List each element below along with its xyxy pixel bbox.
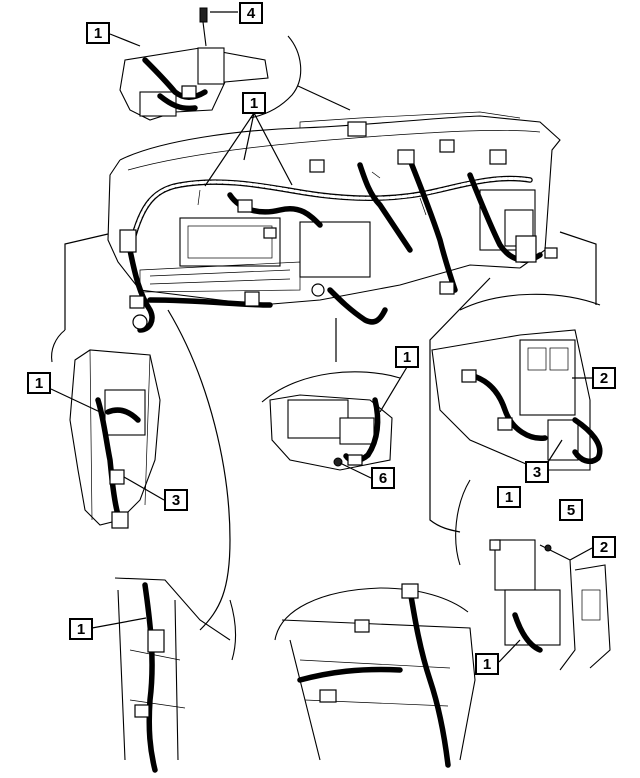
callout-4-screw: 4 [210,2,263,24]
callout-5-lower-right: 5 [559,499,583,521]
left-kick-panel-detail [51,329,161,529]
right-fuse-block-detail [431,293,603,471]
svg-text:1: 1 [250,95,258,112]
svg-text:1: 1 [77,621,85,638]
svg-text:3: 3 [172,492,180,509]
callout-1-steering: 1 [86,22,141,47]
steering-column-detail [119,7,302,121]
callout-2-lower-right: 2 [569,536,616,561]
svg-text:1: 1 [483,656,491,673]
svg-text:2: 2 [600,370,608,387]
svg-text:2: 2 [600,539,608,556]
svg-text:4: 4 [247,5,256,22]
callout-1-lower-right-module: 1 [475,639,521,675]
center-module-detail [261,371,401,471]
callout-1-kick-panel: 1 [27,372,101,413]
lower-right-module-detail [455,479,611,671]
svg-text:6: 6 [379,470,387,487]
svg-text:1: 1 [35,375,43,392]
svg-text:5: 5 [567,502,575,519]
callout-1-center-module: 1 [379,346,419,413]
callout-1-main-harness: 1 [204,92,293,187]
svg-text:1: 1 [403,349,411,366]
callout-3-fuse-block: 3 [525,439,563,483]
callout-6-fastener: 6 [339,462,395,489]
callout-3-kick-panel: 3 [123,476,188,511]
callout-1-lower-left: 1 [69,617,147,640]
svg-text:3: 3 [533,464,541,481]
callout-2-fuse-block: 2 [572,367,616,389]
instrument-panel-main-view [107,111,561,333]
callout-1-lower-right: 1 [497,486,521,508]
bottom-center-dash-detail [274,583,476,768]
lower-left-pillar-detail [114,577,237,773]
svg-text:1: 1 [505,489,513,506]
svg-text:1: 1 [94,25,102,42]
view-connector-lines [64,85,597,631]
